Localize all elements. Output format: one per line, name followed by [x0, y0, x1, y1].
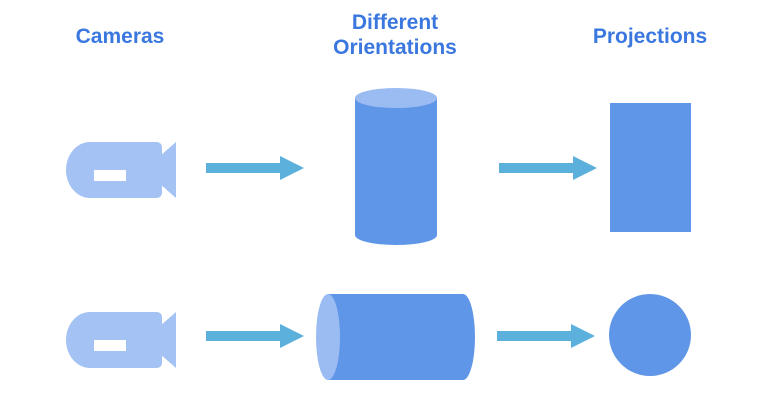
- circle-projection: [609, 294, 691, 376]
- rectangle-projection: [610, 103, 691, 232]
- arrow-cylinder-to-rectangle: [499, 156, 597, 180]
- heading-orientations-line2: Orientations: [333, 36, 457, 59]
- arrow-cylinder-to-circle: [497, 324, 595, 348]
- arrow-camera-to-cylinder-vertical: [206, 156, 304, 180]
- vertical-cylinder-shape: [355, 88, 437, 245]
- heading-projections: Projections: [592, 25, 708, 48]
- camera-icon: [66, 312, 176, 368]
- camera-icon: [66, 142, 176, 198]
- horizontal-cylinder-shape: [316, 294, 475, 380]
- heading-different-orientations: Different Orientations: [300, 10, 490, 60]
- arrow-camera-to-cylinder-horizontal: [206, 324, 304, 348]
- heading-orientations-line1: Different: [351, 11, 439, 34]
- heading-cameras: Cameras: [75, 25, 165, 48]
